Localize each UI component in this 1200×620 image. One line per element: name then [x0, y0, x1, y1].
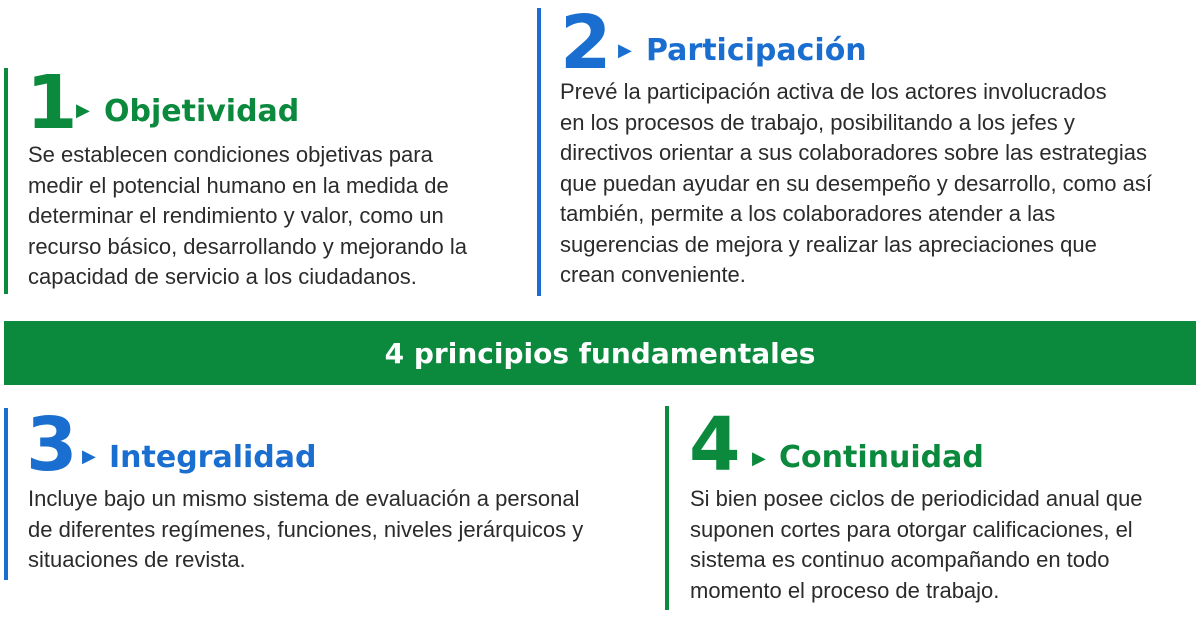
accent-bar-2 — [537, 8, 541, 296]
body-line: también, permite a los colaboradores ate… — [560, 201, 1056, 226]
accent-bar-1 — [4, 68, 8, 294]
body-line: recurso básico, desarrollando y mejorand… — [28, 233, 468, 259]
accent-bar-4 — [665, 406, 669, 610]
triangle-right-icon: ▶ — [618, 40, 632, 60]
principle-body-1: Se establecen condiciones objetivas para… — [28, 140, 467, 293]
body-line: situaciones de revista. — [28, 547, 246, 572]
principle-body-2: Prevé la participación activa de los act… — [560, 77, 1152, 291]
banner-title: 4 principios fundamentales — [384, 336, 816, 370]
body-line: Incluye bajo un mismo sistema de evaluac… — [28, 486, 580, 511]
body-line: momento el proceso de trabajo. — [690, 577, 1000, 603]
body-line: determinar el rendimiento y valor, como … — [28, 203, 444, 228]
body-line: sugerencias de mejora y realizar las apr… — [560, 231, 1097, 257]
body-line: de diferentes regímenes, funciones, nive… — [28, 516, 584, 542]
body-line: crean conveniente. — [560, 262, 746, 287]
principle-number-3: 3 — [26, 402, 78, 488]
principle-number-4: 4 — [689, 402, 741, 488]
body-line: suponen cortes para otorgar calificacion… — [690, 516, 1133, 542]
body-line: que puedan ayudar en su desempeño y desa… — [560, 170, 1152, 196]
triangle-right-icon: ▶ — [752, 448, 766, 468]
principle-number-1: 1 — [26, 60, 78, 146]
principle-body-3: Incluye bajo un mismo sistema de evaluac… — [28, 484, 583, 576]
body-line: en los procesos de trabajo, posibilitand… — [560, 109, 1075, 135]
principle-title-3: Integralidad — [109, 440, 317, 475]
principle-title-2: Participación — [646, 33, 867, 68]
body-line: capacidad de servicio a los ciudadanos. — [28, 264, 417, 289]
principle-body-4: Si bien posee ciclos de periodicidad anu… — [690, 484, 1143, 606]
body-line: Prevé la participación activa de los act… — [560, 79, 1107, 104]
body-line: medir el potencial humano en la medida d… — [28, 172, 449, 198]
body-line: Si bien posee ciclos de periodicidad anu… — [690, 486, 1143, 511]
triangle-right-icon: ▶ — [76, 100, 90, 120]
principle-title-1: Objetividad — [104, 94, 300, 129]
accent-bar-3 — [4, 408, 8, 580]
body-line: directivos orientar a sus colaboradores … — [560, 140, 1147, 165]
body-line: sistema es continuo acompañando en todo — [690, 547, 1110, 572]
principle-title-4: Continuidad — [779, 440, 984, 475]
body-line: Se establecen condiciones objetivas para — [28, 142, 433, 167]
principles-banner: 4 principios fundamentales — [4, 321, 1196, 385]
triangle-right-icon: ▶ — [82, 446, 96, 466]
principle-number-2: 2 — [560, 0, 612, 86]
